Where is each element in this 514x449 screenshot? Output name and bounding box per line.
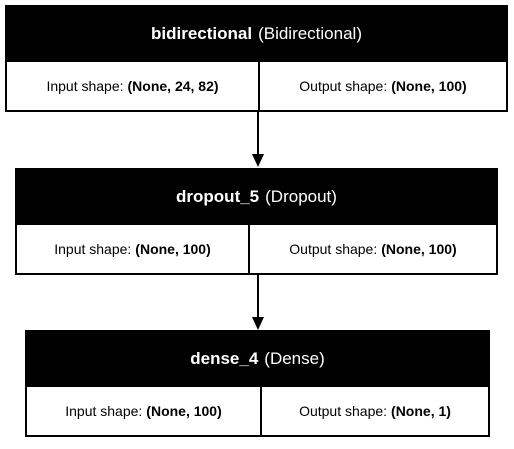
layer-node-bidirectional: bidirectional (Bidirectional) Input shap… <box>5 5 508 112</box>
layer-shapes: Input shape: (None, 24, 82) Output shape… <box>5 62 508 112</box>
input-shape-value: (None, 100) <box>146 403 222 419</box>
layer-header: bidirectional (Bidirectional) <box>5 5 508 62</box>
connector-arrow <box>252 112 264 167</box>
input-shape-cell: Input shape: (None, 100) <box>17 225 248 273</box>
layer-node-dense: dense_4 (Dense) Input shape: (None, 100)… <box>25 330 490 437</box>
layer-header: dense_4 (Dense) <box>25 330 490 387</box>
layer-node-dropout: dropout_5 (Dropout) Input shape: (None, … <box>15 168 498 275</box>
output-shape-value: (None, 100) <box>391 78 467 94</box>
input-shape-value: (None, 100) <box>135 241 211 257</box>
output-shape-label: Output shape: <box>299 403 388 419</box>
layer-type: (Dense) <box>264 348 325 368</box>
layer-shapes: Input shape: (None, 100) Output shape: (… <box>25 387 490 437</box>
input-shape-cell: Input shape: (None, 24, 82) <box>7 62 258 110</box>
output-shape-value: (None, 1) <box>391 403 451 419</box>
input-shape-value: (None, 24, 82) <box>127 78 219 94</box>
output-shape-cell: Output shape: (None, 1) <box>260 387 488 435</box>
output-shape-label: Output shape: <box>289 241 378 257</box>
layer-shapes: Input shape: (None, 100) Output shape: (… <box>15 225 498 275</box>
input-shape-label: Input shape: <box>65 403 143 419</box>
output-shape-value: (None, 100) <box>381 241 457 257</box>
output-shape-cell: Output shape: (None, 100) <box>248 225 496 273</box>
output-shape-cell: Output shape: (None, 100) <box>258 62 506 110</box>
connector-arrow <box>252 275 264 330</box>
input-shape-label: Input shape: <box>46 78 124 94</box>
input-shape-label: Input shape: <box>54 241 132 257</box>
layer-header: dropout_5 (Dropout) <box>15 168 498 225</box>
output-shape-label: Output shape: <box>299 78 388 94</box>
layer-name: dense_4 <box>190 348 259 368</box>
layer-name: dropout_5 <box>176 186 260 206</box>
input-shape-cell: Input shape: (None, 100) <box>27 387 260 435</box>
layer-type: (Bidirectional) <box>258 23 362 43</box>
layer-type: (Dropout) <box>265 186 337 206</box>
layer-name: bidirectional <box>150 23 253 43</box>
